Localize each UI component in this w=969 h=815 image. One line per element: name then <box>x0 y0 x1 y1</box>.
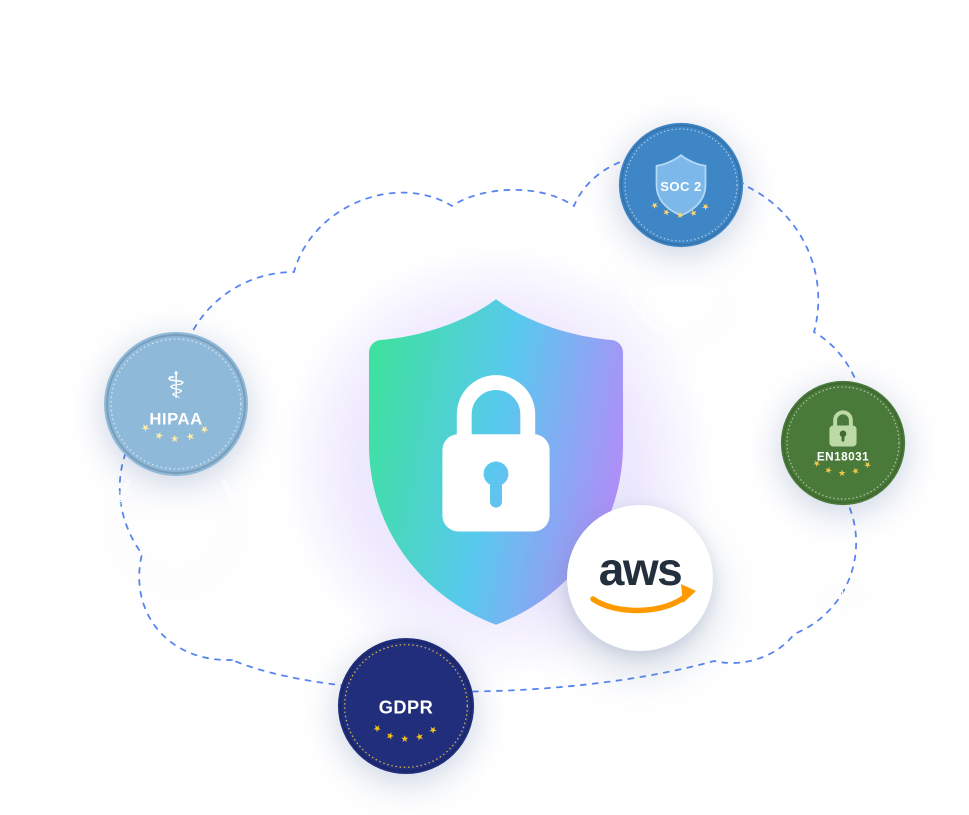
en18031-label: EN18031 <box>817 450 869 464</box>
aws-smile-arrow-icon <box>681 584 696 603</box>
hipaa-dotted-ring <box>110 338 242 470</box>
aws-wordmark: aws <box>599 543 681 595</box>
gdpr-label: GDPR <box>379 698 433 718</box>
soc2-rim <box>620 124 742 246</box>
lock-icon <box>442 375 550 532</box>
en18031-rim <box>782 382 904 504</box>
en18031-dotted-ring <box>786 386 900 500</box>
soc2-label: SOC 2 <box>660 179 702 194</box>
hipaa-label: HIPAA <box>149 409 202 428</box>
badge-en18031: EN 18031 Compliant EN18031 ★ ★ ★ ★ ★ ★ ★ <box>775 372 906 596</box>
security-shield <box>368 299 624 625</box>
caduceus-icon: ⚕ <box>166 365 186 406</box>
aws-logo-badge: aws <box>567 505 713 651</box>
lock-shackle <box>456 375 536 450</box>
hipaa-base-circle <box>104 332 248 476</box>
lock-keyhole-stem <box>490 477 502 508</box>
soc2-dotted-ring <box>624 128 738 242</box>
gdpr-rim <box>339 639 473 773</box>
badge-soc2: Service Organization Control (Type) 2 Co… <box>613 114 744 338</box>
aws-smile-icon <box>590 591 691 614</box>
hipaa-rim <box>106 334 246 474</box>
en18031-lock-icon <box>829 410 857 447</box>
lock-keyhole <box>483 461 509 487</box>
gdpr-dotted-ring <box>344 644 468 768</box>
gdpr-base-circle <box>337 637 475 775</box>
badge-hipaa: Health Insurance Portability and Account… <box>104 332 248 581</box>
aws-logo: aws <box>590 543 696 614</box>
soc2-shield-icon <box>655 154 707 217</box>
badge-gdpr: General Data Protection Regulation Compl… <box>332 629 475 815</box>
